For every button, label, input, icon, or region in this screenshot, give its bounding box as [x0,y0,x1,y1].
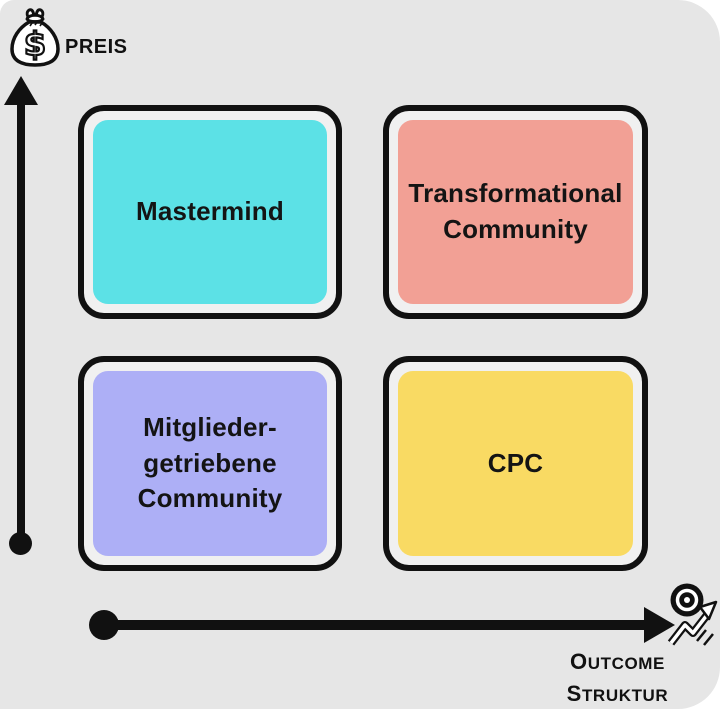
quadrant-mitglieder-community-label: Mitglieder-getriebene Community [137,411,283,514]
target-growth-icon [666,581,720,654]
quadrant-mastermind-fill: Mastermind [93,120,327,304]
y-axis-origin-dot [9,532,32,555]
quadrant-mastermind: Mastermind [78,105,342,319]
quadrant-transformational-community-label: Transformational Community [408,178,623,244]
money-bag-icon: $ [7,4,63,73]
quadrant-transformational-community-fill: Transformational Community [398,120,633,304]
x-axis-line [104,620,646,630]
quadrant-transformational-community: Transformational Community [383,105,648,319]
y-axis-label: PREIS [65,36,128,58]
quadrant-mastermind-label: Mastermind [136,196,284,227]
quadrant-cpc-label: CPC [487,447,544,478]
x-axis-label: OUTCOME STRUKTUR [540,646,695,709]
quadrant-mitglieder-community: Mitglieder-getriebene Community [78,356,342,571]
quadrant-cpc-fill: CPC [398,371,633,556]
x-axis-label-line2: STRUKTUR [566,680,669,706]
svg-text:$: $ [24,25,46,63]
y-axis-line [17,96,25,545]
quadrant-cpc: CPC [383,356,648,571]
x-axis-arrowhead [644,607,675,643]
quadrant-mitglieder-community-fill: Mitglieder-getriebene Community [93,371,327,556]
x-axis-label-line1: OUTCOME [570,649,665,674]
